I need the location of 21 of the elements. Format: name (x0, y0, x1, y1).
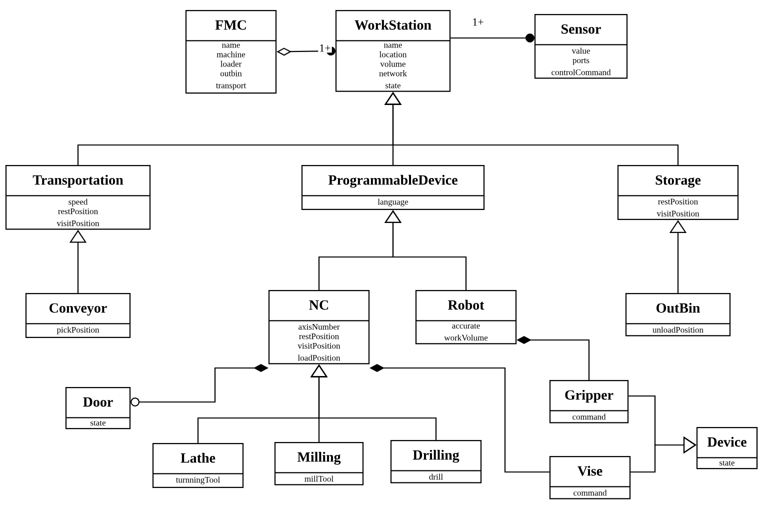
class-box: WorkStation name location volume network state (335, 10, 451, 92)
class-box: Lathe turnningTool (152, 443, 244, 488)
class-box: ProgrammableDevice language (301, 165, 485, 210)
class-box: Vise command (549, 456, 631, 500)
class-box: OutBin unloadPosition (625, 293, 731, 336)
class-box: Storage restPosition visitPosition (617, 165, 739, 220)
association-line (450, 34, 534, 42)
multiplicity-label: 1+ (318, 43, 332, 53)
class-box: FMC name machine loader outbin transport (185, 10, 277, 94)
multiplicity-label: 1+ (471, 17, 485, 27)
class-box: Gripper command (549, 380, 629, 424)
class-box: NC axisNumber restPosition visitPosition loadPosition (268, 290, 370, 364)
class-box: Drilling drill (390, 440, 482, 484)
class-box: Milling millTool (274, 442, 364, 486)
class-box: Device state (696, 427, 758, 470)
generalization-arrow (384, 210, 467, 290)
class-box: Sensor value ports controlCommand (534, 14, 628, 79)
class-box: Robot accurate workVolume (415, 290, 517, 344)
class-box: Door state (65, 387, 131, 430)
class-box: Conveyor pickPosition (25, 293, 131, 338)
class-box: Transportation speed restPosition visitPosition (5, 165, 151, 230)
